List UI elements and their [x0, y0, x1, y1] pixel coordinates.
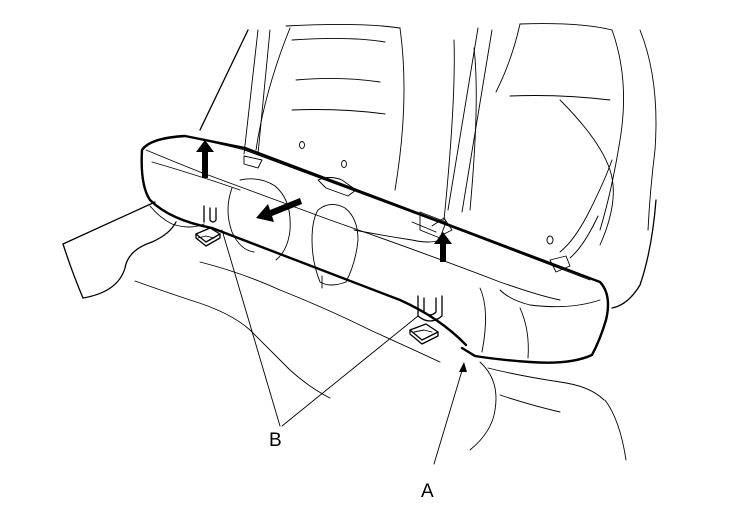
arrow-up-right	[434, 232, 452, 262]
floor-carpet	[62, 201, 627, 461]
seat-belts	[243, 27, 613, 259]
label-b: B	[269, 430, 282, 451]
arrow-forward	[256, 198, 302, 222]
seat-back	[199, 23, 657, 309]
label-a: A	[421, 481, 434, 502]
floor-clip-left	[195, 227, 221, 247]
floor-clip-right	[409, 323, 439, 345]
arrow-up-left	[196, 140, 214, 178]
cushion-hook-left	[203, 205, 217, 223]
seat-cushion	[140, 134, 610, 364]
leader-lines	[221, 229, 467, 465]
